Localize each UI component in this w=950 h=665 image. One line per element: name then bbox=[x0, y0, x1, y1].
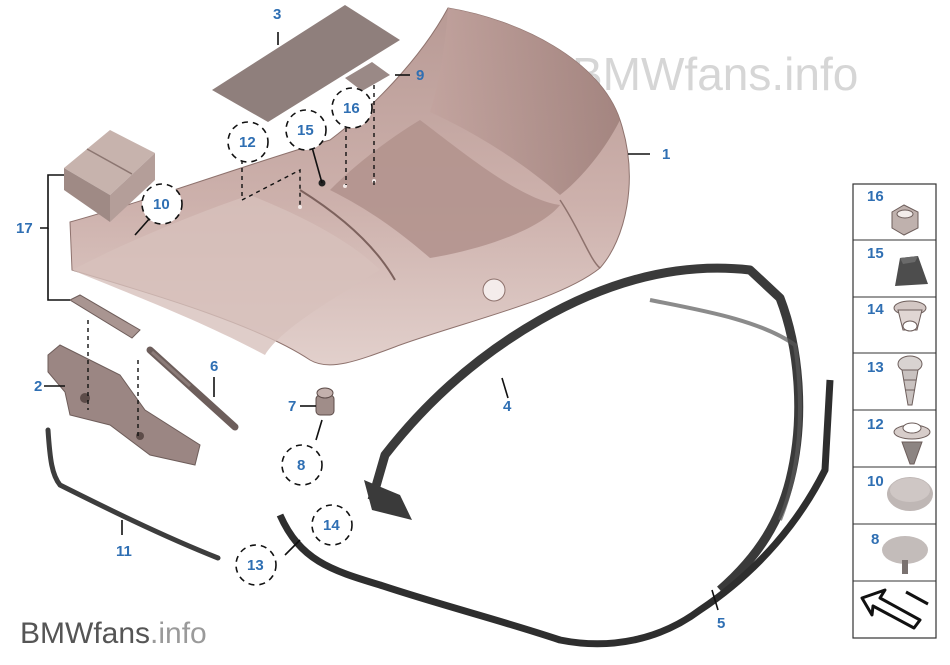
expanding-rivet-icon bbox=[893, 300, 927, 332]
callout-14: 14 bbox=[323, 517, 340, 534]
trunk-lid bbox=[69, 7, 630, 366]
callout-6: 6 bbox=[210, 358, 218, 375]
legend-label-8: 8 bbox=[871, 531, 879, 548]
callout-7: 7 bbox=[288, 398, 296, 415]
legend-label-16: 16 bbox=[867, 188, 884, 205]
callout-5: 5 bbox=[717, 615, 725, 632]
callout-17: 17 bbox=[16, 220, 33, 237]
plug-icon bbox=[887, 477, 933, 511]
legend-label-12: 12 bbox=[867, 416, 884, 433]
callout-10: 10 bbox=[153, 196, 170, 213]
trunk-seal bbox=[367, 263, 804, 594]
callout-1: 1 bbox=[662, 146, 670, 163]
callout-circles bbox=[141, 87, 373, 586]
legend-label-14: 14 bbox=[867, 301, 884, 318]
parts-legend: 16 15 14 13 12 10 8 bbox=[852, 183, 937, 639]
hinge-bracket bbox=[47, 294, 201, 466]
lid-buffer bbox=[315, 387, 335, 416]
rubber-buffer-icon bbox=[895, 256, 928, 286]
arrow-icon[interactable] bbox=[860, 588, 929, 630]
fitting-kit-box bbox=[64, 130, 155, 222]
insulation-mat bbox=[212, 5, 400, 122]
trim-strip bbox=[45, 427, 221, 561]
stop-buffer-icon bbox=[882, 536, 928, 574]
legend-label-10: 10 bbox=[867, 473, 884, 490]
edge-protection-seal bbox=[276, 379, 834, 648]
callout-9: 9 bbox=[416, 67, 424, 84]
clip-icon bbox=[893, 422, 931, 465]
legend-label-15: 15 bbox=[867, 245, 884, 262]
legend-label-13: 13 bbox=[867, 359, 884, 376]
callout-8: 8 bbox=[297, 457, 305, 474]
callout-13: 13 bbox=[247, 557, 264, 574]
watermark-top: BMWfans.info bbox=[572, 48, 858, 100]
push-rivet-icon bbox=[897, 355, 923, 406]
gas-strut bbox=[146, 346, 239, 431]
damping-pad bbox=[345, 62, 390, 91]
callout-15: 15 bbox=[297, 122, 314, 139]
nut-icon bbox=[891, 204, 919, 236]
callout-4: 4 bbox=[503, 398, 512, 415]
callout-3: 3 bbox=[273, 6, 281, 23]
callout-12: 12 bbox=[239, 134, 256, 151]
callout-numbers: 1 2 3 4 5 6 7 8 9 10 11 12 13 14 15 16 1… bbox=[16, 6, 725, 632]
callout-16: 16 bbox=[343, 100, 360, 117]
callout-2: 2 bbox=[34, 378, 42, 395]
watermark-bottom: BMWfans.info bbox=[20, 617, 207, 650]
leader-lines bbox=[40, 32, 719, 611]
callout-11: 11 bbox=[116, 543, 132, 560]
